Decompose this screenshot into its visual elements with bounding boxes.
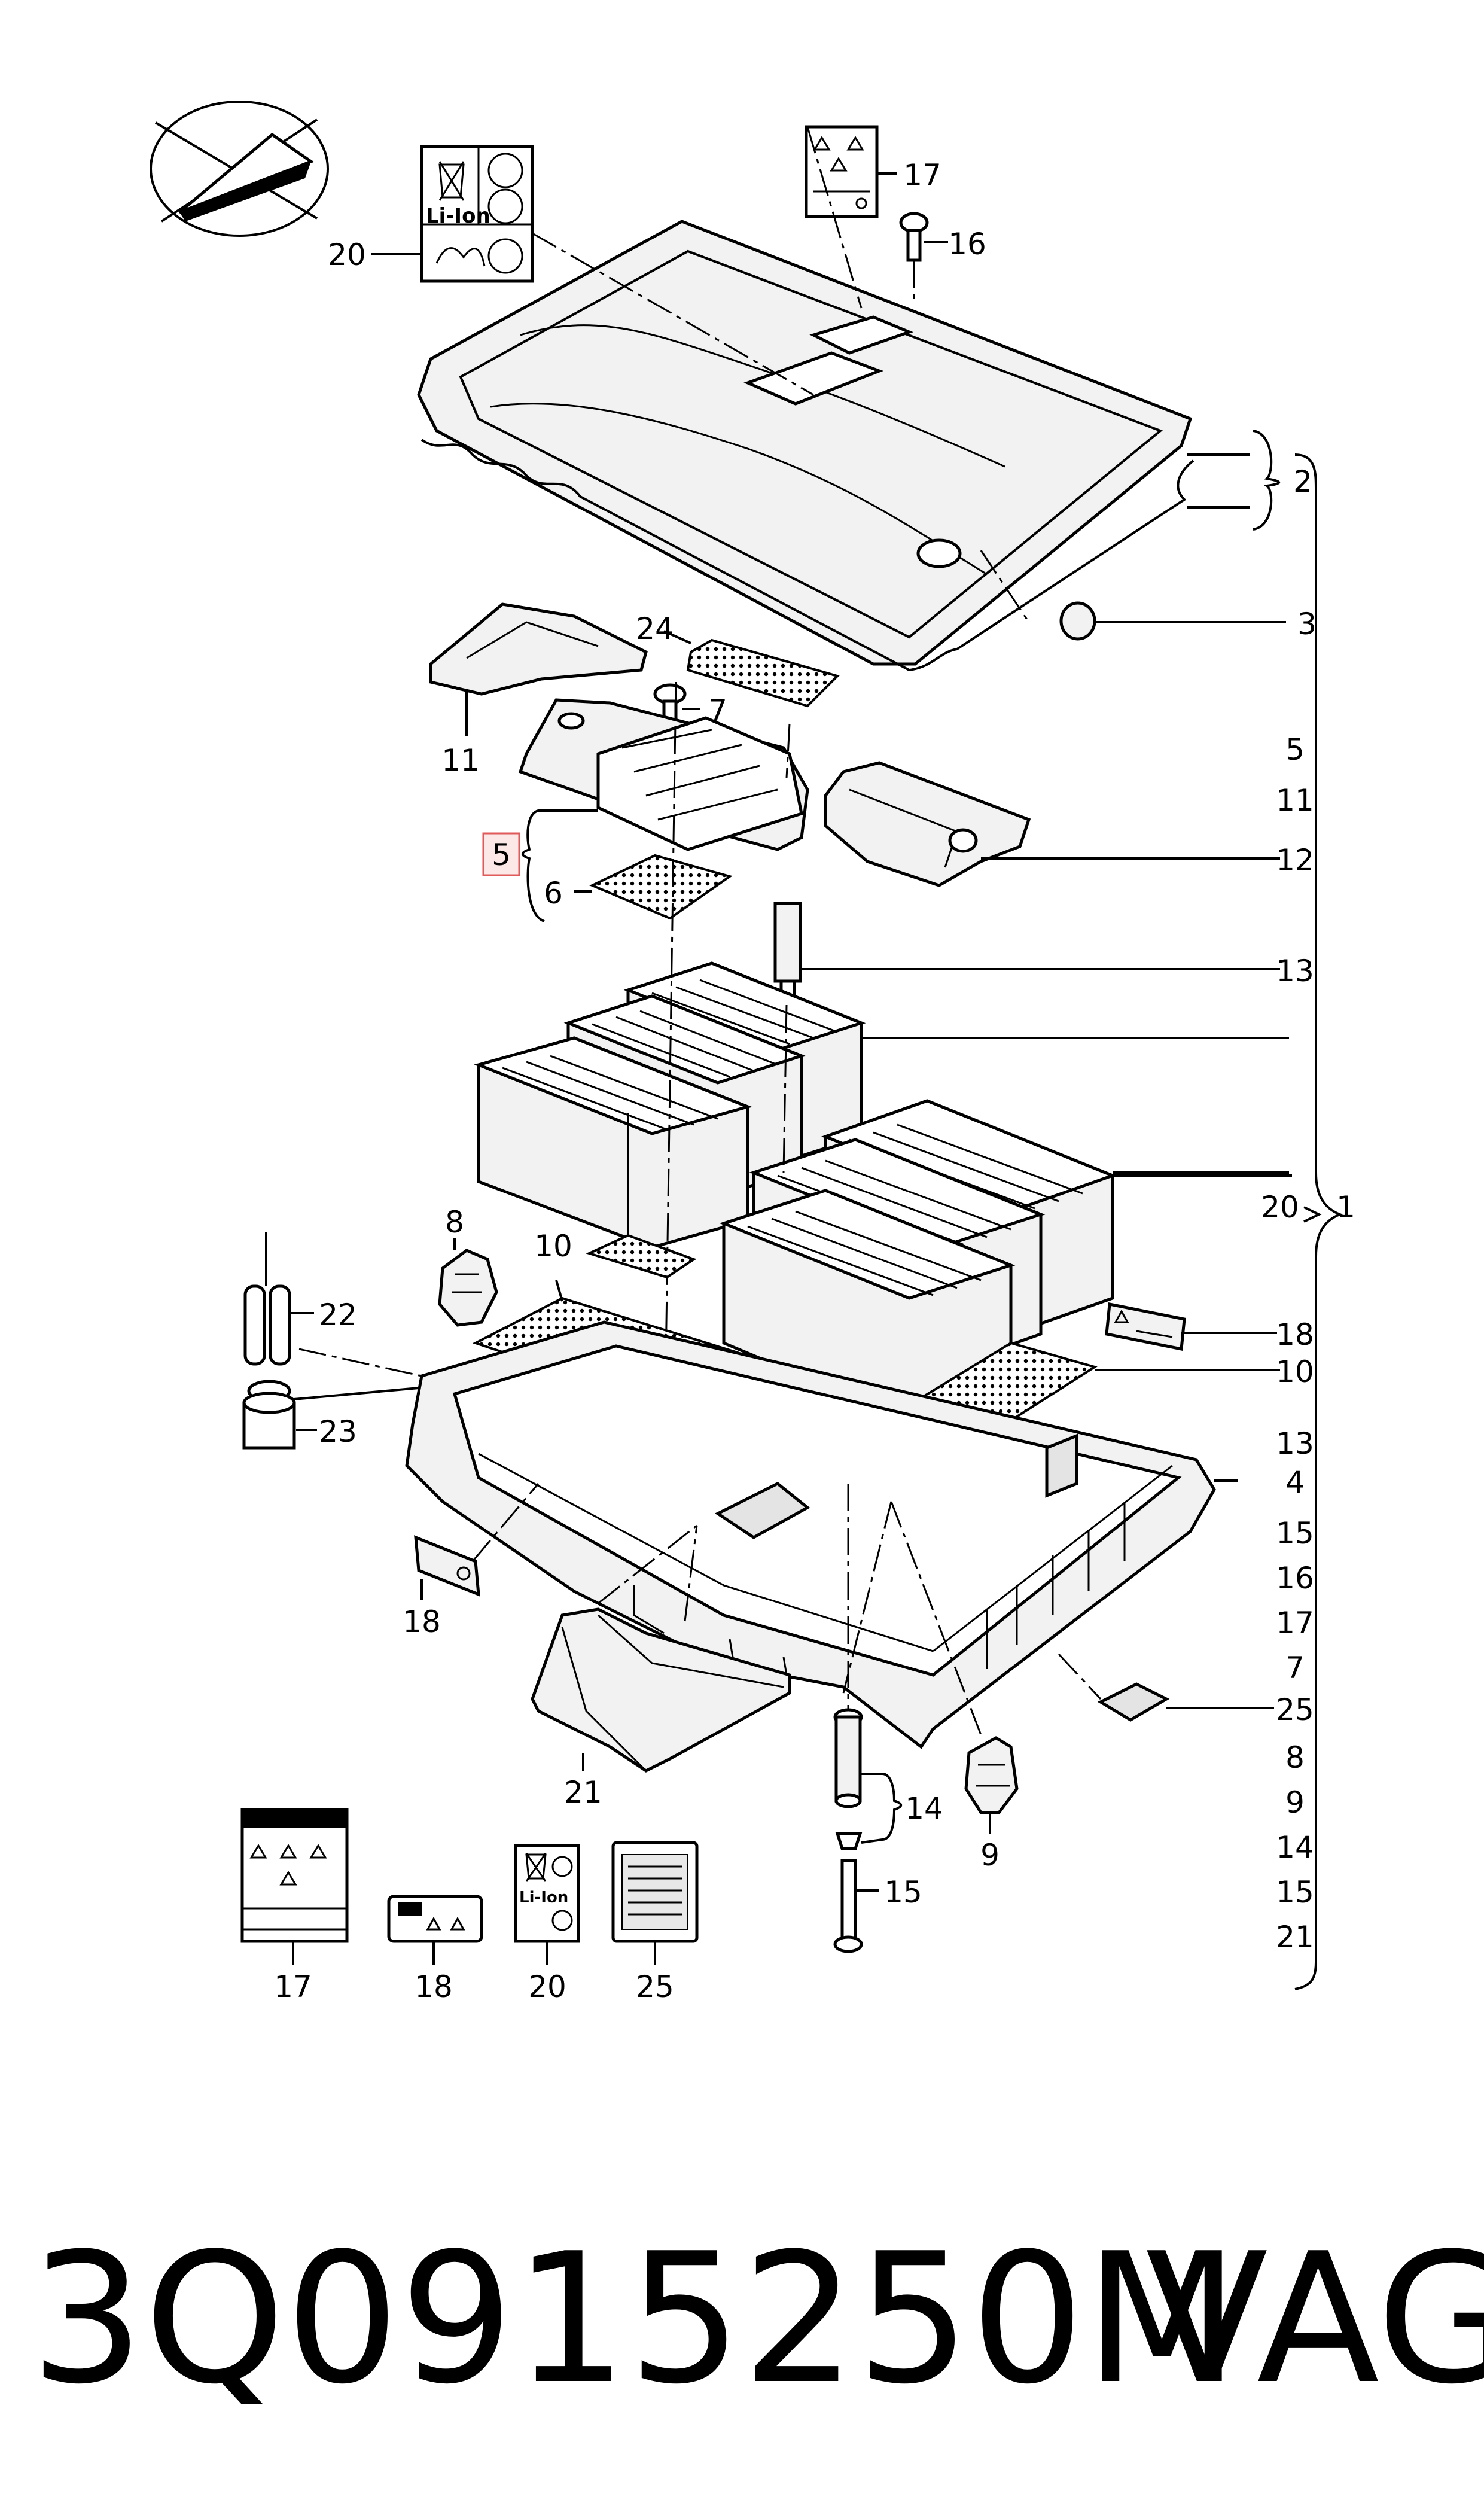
callout-1: 1	[1336, 1190, 1355, 1225]
battery-module-group-front	[719, 1099, 1117, 1423]
callout-23: 23	[319, 1414, 357, 1449]
label-thumbnail-25	[611, 1841, 699, 1943]
ref-list-item: 13	[1276, 1426, 1314, 1461]
callout-2: 2	[1293, 464, 1312, 499]
callout-18-bottom: 18	[415, 1969, 453, 2004]
callout-20-right: 20	[1261, 1190, 1299, 1225]
callout-11-left: 11	[441, 743, 480, 778]
li-ion-label-20: Li-Ion	[420, 145, 534, 283]
part-number: 3Q0915250M	[30, 2215, 1239, 2423]
sealant-cartridge-22	[243, 1232, 291, 1366]
bolt-15	[833, 1859, 863, 1953]
ref-list-item: 15	[1276, 1516, 1314, 1551]
callout-10-right: 10	[1276, 1354, 1314, 1389]
sleeve-14	[833, 1708, 863, 1850]
callout-25-right: 25	[1276, 1692, 1314, 1727]
callout-17-top: 17	[903, 158, 941, 193]
control-module-5	[518, 698, 809, 851]
info-label-25-tray	[1097, 1682, 1170, 1722]
label-thumbnail-18	[387, 1895, 483, 1943]
battery-module-group-rear	[474, 961, 866, 1249]
callout-4-right: 4	[1285, 1465, 1305, 1500]
callout-9: 9	[980, 1838, 1000, 1872]
callout-24: 24	[636, 611, 674, 646]
svg-text:Li-Ion: Li-Ion	[426, 204, 490, 228]
ref-list-item: 11	[1276, 783, 1314, 818]
warning-label-17-top	[805, 125, 879, 218]
underbody-cover-21	[531, 1607, 791, 1773]
battery-cover	[417, 220, 1194, 672]
callout-20-bottom: 20	[528, 1969, 566, 2004]
cap-3	[1059, 601, 1096, 641]
label-thumbnail-17	[240, 1808, 349, 1943]
callout-25-bottom: 25	[636, 1969, 674, 2004]
callout-18-left: 18	[403, 1604, 441, 1639]
callout-10-left: 10	[534, 1229, 572, 1263]
orientation-arrow-icon	[150, 101, 329, 237]
callout-18-right: 18	[1276, 1317, 1314, 1352]
callout-3: 3	[1297, 607, 1317, 641]
ref-list-item: 14	[1276, 1830, 1314, 1865]
callout-21: 21	[564, 1775, 602, 1810]
reference-list: 5 11 13 15 16 17 7 8 9 14 15 21	[1276, 732, 1314, 1954]
buffer-8-left	[438, 1249, 498, 1327]
battery-tray-4	[405, 1320, 1216, 1749]
insulation-mat-24	[686, 638, 840, 708]
ref-list-item: 15	[1276, 1875, 1314, 1910]
label-thumbnail-20: Li-Ion	[514, 1844, 580, 1943]
warning-label-18-left	[414, 1535, 480, 1597]
ref-list-item: 5	[1285, 732, 1305, 767]
callout-8: 8	[445, 1205, 464, 1240]
insulation-mat-6	[589, 854, 733, 920]
cover-12	[824, 761, 1031, 887]
container-23	[242, 1380, 296, 1450]
ref-list-item: 8	[1285, 1740, 1305, 1775]
cover-11	[429, 602, 648, 696]
bolt-16	[899, 212, 929, 262]
ref-list-item: 9	[1285, 1785, 1305, 1820]
warning-label-18-right	[1105, 1302, 1186, 1351]
callout-15: 15	[884, 1875, 922, 1910]
ref-list-item: 21	[1276, 1920, 1314, 1954]
ref-list-item: 17	[1276, 1606, 1314, 1640]
callout-22: 22	[319, 1298, 357, 1332]
svg-text:Li-Ion: Li-Ion	[519, 1889, 568, 1907]
ref-list-item: 16	[1276, 1561, 1314, 1596]
buffer-9	[964, 1736, 1019, 1814]
callout-5-left: 5	[492, 838, 511, 872]
callout-5-highlight-box	[482, 832, 520, 876]
callout-17-bottom: 17	[274, 1969, 312, 2004]
brand-name: VAG	[1145, 2215, 1484, 2423]
callout-12-right: 12	[1276, 843, 1314, 878]
callout-14: 14	[905, 1791, 943, 1826]
callout-6: 6	[544, 876, 563, 911]
callout-20-top: 20	[328, 238, 366, 272]
ref-list-item: 7	[1285, 1651, 1305, 1685]
callout-13-right: 13	[1276, 954, 1314, 988]
callout-16: 16	[948, 227, 986, 261]
